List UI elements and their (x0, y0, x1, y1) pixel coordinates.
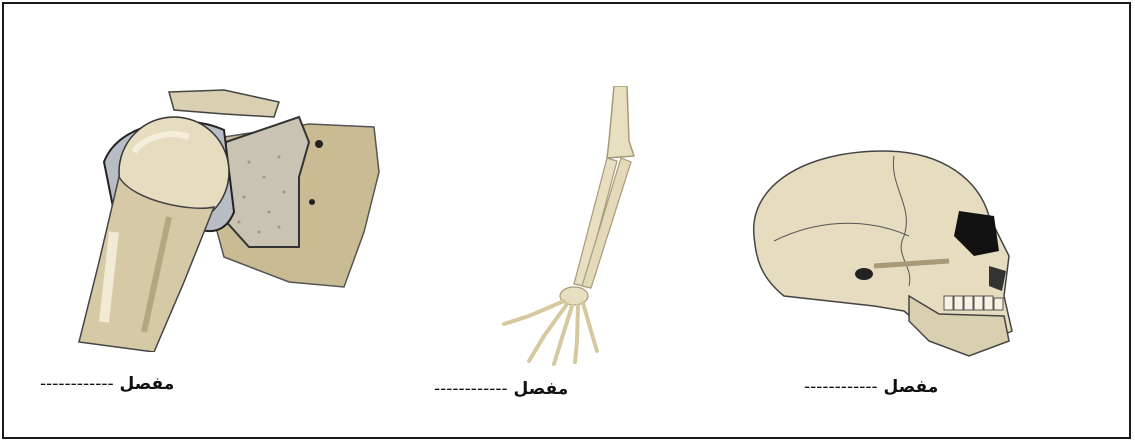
skull-caption: مفصل ------------ (804, 377, 938, 397)
answer-blank: ------------ (804, 377, 878, 397)
answer-blank: ------------ (40, 374, 114, 394)
forearm-caption: مفصل ------------ (434, 379, 568, 399)
caption-word: مفصل (120, 374, 175, 394)
acromion (169, 90, 279, 117)
teeth (944, 296, 1003, 310)
skull-illustration (744, 146, 1034, 366)
caption-word: مفصل (884, 377, 939, 397)
shoulder-caption: مفصل ------------ (40, 374, 174, 394)
shoulder-joint-illustration (74, 82, 394, 352)
answer-blank: ------------ (434, 379, 508, 399)
humerus-end (607, 86, 634, 158)
forearm-hand-illustration (499, 86, 649, 366)
finger-bones (504, 301, 597, 364)
caption-word: مفصل (514, 379, 569, 399)
